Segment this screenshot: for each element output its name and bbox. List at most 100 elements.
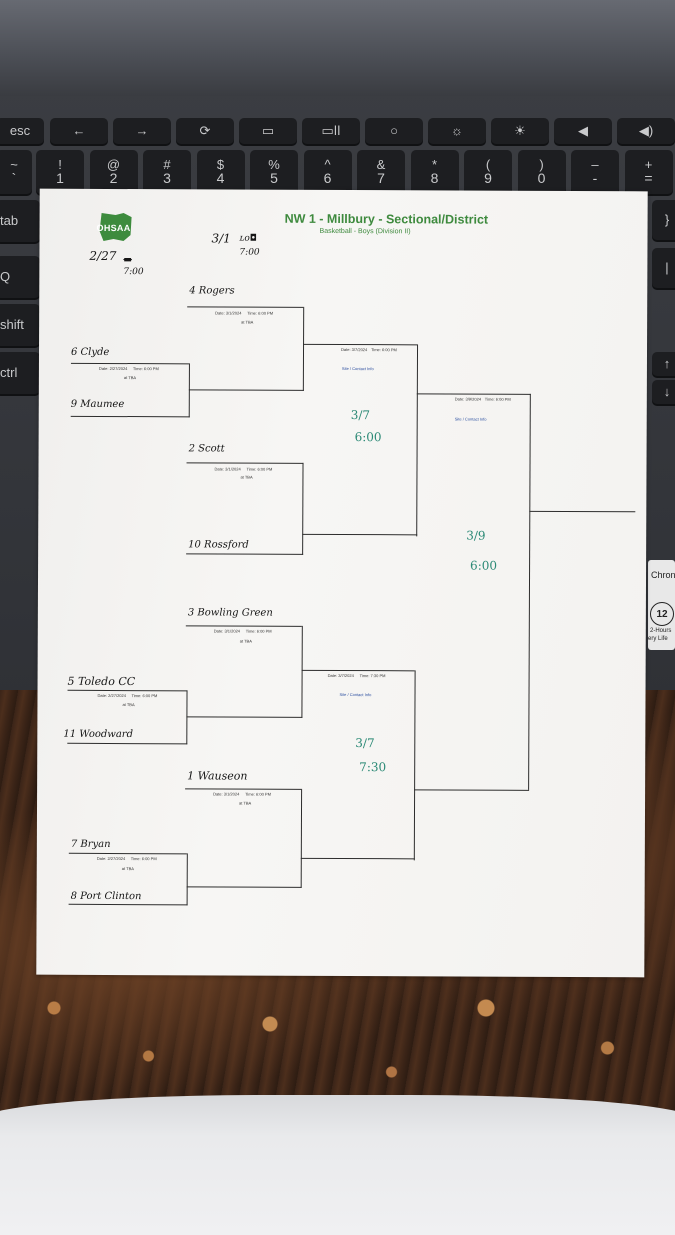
info-rogers-loc: at TBA (241, 319, 254, 325)
line-scott-winner (302, 533, 418, 536)
white-cloth (0, 1095, 675, 1235)
key-side-3: ctrl (0, 352, 40, 394)
green-final-date: 3/9 (466, 528, 486, 543)
key-num-5: %5 (250, 150, 298, 194)
key-side-1: Q (0, 256, 40, 298)
key-fn-6: ○ (365, 118, 423, 144)
line-rossford (186, 553, 304, 556)
info-semi1-date: Date: 3/7/2024 (341, 346, 368, 353)
green-final-time: 6:00 (470, 558, 498, 573)
line-toledo-winner (186, 716, 303, 719)
sticker: Chron 12 2-Hours ery Life (648, 560, 675, 650)
key-fn-8: ☀ (491, 118, 549, 144)
key-fn-0: esc (0, 118, 44, 144)
key-num-11: –- (571, 150, 619, 194)
line-clyde-winner (188, 389, 304, 392)
key-num-4: $4 (196, 150, 245, 194)
info-toledo-loc: at TBA (122, 702, 135, 708)
info-scott-time: Time: 6:00 PM (246, 466, 273, 472)
info-clyde-date: Date: 2/27/2024 (98, 365, 128, 372)
key-fn-7: ☼ (428, 118, 486, 144)
vline-wauseon (300, 788, 303, 888)
vline-semi1 (416, 344, 419, 537)
team-bryan: 7 Bryan (70, 838, 111, 850)
line-final-bottom (414, 789, 530, 792)
team-toledo-cc: 5 Toledo CC (67, 674, 136, 689)
line-toledo-cc (67, 689, 188, 692)
team-maumee: 9 Maumee (70, 398, 125, 411)
info-scott-date: Date: 3/1/2024 (214, 466, 241, 472)
info-semi1-site: Site / Contact Info (341, 365, 374, 372)
info-wauseon-date: Date: 3/1/2024 (213, 791, 240, 797)
green-semi1-time: 6:00 (354, 430, 382, 445)
key-side-2: shift (0, 304, 40, 346)
team-rossford: 10 Rossford (188, 539, 249, 551)
team-bowling-green: 3 Bowling Green (187, 607, 273, 619)
info-final-date: Date: 3/9/2024 (454, 396, 482, 402)
line-bryan-winner (186, 886, 302, 889)
line-champion (529, 510, 636, 513)
vline-bryan-game (186, 853, 189, 906)
sticker-line-1: Chron (651, 570, 675, 580)
key-fn-5: ▭ǀǀ (302, 118, 360, 144)
team-wauseon: 1 Wauseon (187, 769, 248, 783)
line-wauseon (185, 788, 302, 791)
key-num-1: !1 (36, 150, 84, 194)
info-bryan-time: Time: 6:00 PM (130, 856, 157, 862)
vline-bg (301, 625, 304, 718)
hand-date-r2: 3/1 (211, 231, 231, 246)
ohsaa-logo-text: OHSAA (96, 222, 131, 234)
key-right-3: ↓ (652, 380, 675, 404)
info-bryan-loc: at TBA (121, 866, 134, 872)
sticker-line-3: 2-Hours (650, 628, 672, 634)
info-bg-loc: at TBA (239, 638, 252, 644)
vline-semi2 (413, 670, 416, 861)
key-side-0: tab (0, 200, 40, 242)
line-port-clinton (68, 903, 188, 906)
hand-scribble-r1: ▬ (123, 255, 132, 266)
info-final-time: Time: 6:00 PM (484, 396, 511, 402)
info-clyde-time: Time: 6:00 PM (132, 366, 159, 372)
key-right-1: | (652, 248, 675, 288)
info-toledo-time: Time: 6:00 PM (131, 693, 158, 699)
key-num-3: #3 (143, 150, 191, 194)
line-rogers (187, 306, 304, 309)
info-semi2-site: Site / Contact Info (339, 691, 372, 698)
desk-paint-spots (0, 960, 675, 1120)
info-semi2-time: Time: 7:30 PM (359, 673, 386, 679)
vline-scott-game (302, 462, 304, 555)
line-maumee (70, 415, 190, 418)
info-semi1-time: Time: 6:00 PM (371, 347, 397, 353)
line-final-top (416, 393, 531, 396)
vline-final (528, 393, 532, 790)
hand-scribble-r2: ʟo◘ (239, 233, 257, 244)
team-woodward: 11 Woodward (63, 728, 134, 741)
bracket-title: NW 1 - Millbury - Sectional/District (284, 211, 489, 227)
info-rogers-date: Date: 3/1/2024 (215, 310, 242, 316)
info-wauseon-loc: at TBA (239, 800, 252, 806)
key-fn-9: ◀ (554, 118, 612, 144)
green-semi2-date: 3/7 (355, 736, 375, 751)
line-woodward (67, 742, 188, 745)
sticker-line-4: ery Life (648, 636, 668, 642)
key-fn-1: ← (50, 118, 108, 144)
info-rogers-time: Time: 6:00 PM (247, 310, 274, 316)
info-toledo-date: Date: 2/27/2024 (97, 692, 126, 699)
info-bg-time: Time: 6:00 PM (245, 628, 272, 634)
line-bryan (68, 852, 187, 855)
key-num-9: (9 (464, 150, 512, 194)
line-bowling-green (185, 625, 302, 628)
info-bryan-date: Date: 2/27/2024 (96, 855, 126, 862)
sticker-battery-icon: 12 (650, 602, 674, 626)
bracket-subtitle: Basketball - Boys (Division II) (319, 227, 411, 236)
hand-time-r2: 7:00 (239, 247, 260, 258)
bracket-sheet: OHSAA NW 1 - Millbury - Sectional/Distri… (36, 188, 648, 978)
info-final-site: Site / Contact Info (454, 416, 487, 422)
info-wauseon-time: Time: 6:00 PM (245, 791, 271, 797)
key-num-6: ^6 (303, 150, 352, 194)
line-scott (186, 462, 304, 465)
key-fn-10: ◀) (617, 118, 675, 144)
team-clyde: 6 Clyde (70, 346, 110, 358)
green-semi1-date: 3/7 (350, 408, 371, 423)
key-num-10: )0 (517, 150, 566, 194)
